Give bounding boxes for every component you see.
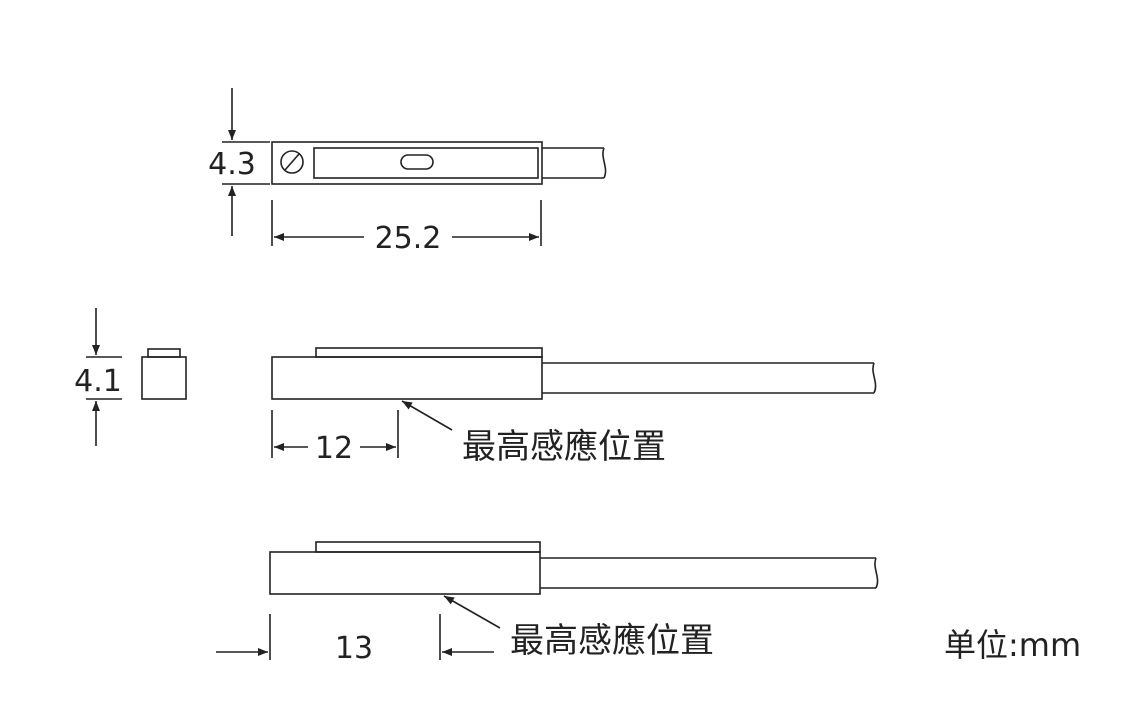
sensor-body-top — [271, 141, 543, 185]
side-body-1 — [271, 356, 543, 400]
length-label: 25.2 — [375, 221, 442, 256]
screw-slot — [284, 153, 300, 171]
cable-side-2 — [540, 557, 879, 589]
cable-top — [542, 147, 607, 179]
side-view-2 — [216, 541, 879, 660]
sensing-leader-2 — [443, 595, 501, 629]
cable-side-1 — [542, 362, 877, 394]
sensor-window — [313, 147, 539, 179]
screw-icon — [280, 150, 304, 174]
height-label: 4.3 — [208, 147, 256, 182]
side-body-2 — [269, 551, 541, 595]
top-view — [222, 88, 607, 246]
side-cap-1 — [315, 347, 543, 358]
sensing-leader-1 — [401, 400, 453, 431]
end-body — [141, 356, 187, 400]
side-view-1 — [271, 347, 877, 458]
width-label: 4.1 — [74, 364, 122, 399]
indicator-led — [400, 154, 434, 170]
end-view — [86, 308, 187, 446]
offset-label-1: 12 — [315, 431, 353, 466]
unit-label: 单位:mm — [944, 626, 1081, 664]
sensing-label-1: 最高感應位置 — [462, 427, 666, 467]
side-cap-2 — [315, 541, 541, 553]
offset-label-2: 13 — [335, 631, 373, 666]
sensing-label-2: 最高感應位置 — [510, 621, 714, 661]
end-cap — [147, 348, 181, 358]
